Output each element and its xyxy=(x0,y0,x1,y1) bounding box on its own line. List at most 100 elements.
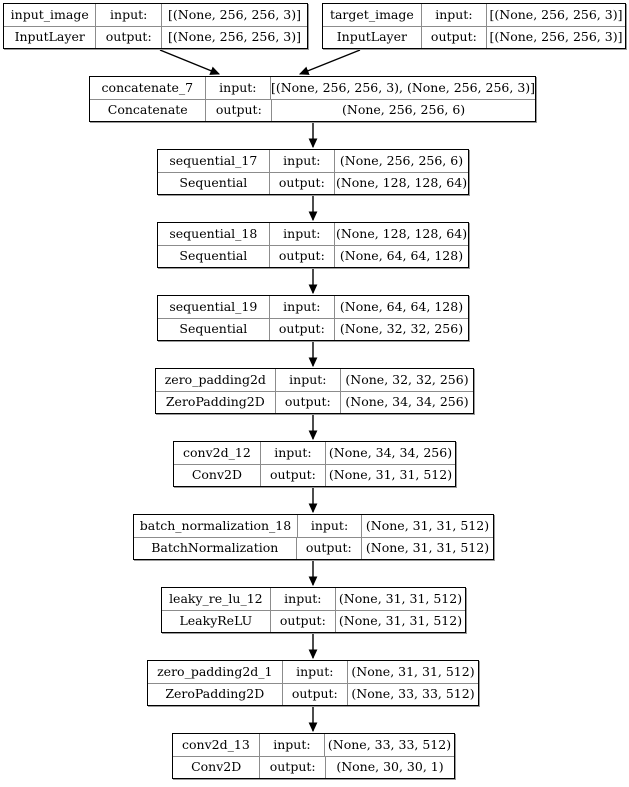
layer-class: BatchNormalization xyxy=(134,537,297,559)
output-shape: [(None, 256, 256, 3)] xyxy=(168,29,301,44)
output-shape: (None, 31, 31, 512) xyxy=(365,540,490,555)
layer-name: batch_normalization_18 xyxy=(134,515,298,537)
output-shape: [(None, 256, 256, 3)] xyxy=(489,29,623,44)
input-shape: (None, 34, 34, 256) xyxy=(328,444,453,460)
layer-class: ZeroPadding2D xyxy=(156,391,276,413)
output-shape: (None, 34, 34, 256) xyxy=(345,394,469,409)
output-label: output: xyxy=(283,683,348,705)
input-shape: (None, 256, 256, 6) xyxy=(339,152,464,168)
layer-name: sequential_17 xyxy=(158,150,270,172)
layer-name: conv2d_12 xyxy=(174,442,261,464)
output-label: output: xyxy=(276,391,341,413)
edge-target_image-to-concatenate_7 xyxy=(298,49,361,75)
output-label: output: xyxy=(206,99,273,121)
input-label: input: xyxy=(270,296,335,318)
layer-name: leaky_re_lu_12 xyxy=(162,588,271,610)
output-label: output: xyxy=(260,756,326,778)
edge-input_image-to-concatenate_7 xyxy=(159,49,221,75)
output-label: output: xyxy=(270,172,335,194)
input-shape: (None, 31, 31, 512) xyxy=(351,663,475,679)
layer-name: conv2d_13 xyxy=(173,734,260,756)
input-shape: (None, 31, 31, 512) xyxy=(365,517,490,533)
input-label: input: xyxy=(422,4,487,26)
layer-name: concatenate_7 xyxy=(90,77,206,99)
input-label: input: xyxy=(270,223,335,245)
layer-class: Sequential xyxy=(158,318,270,340)
output-label: output: xyxy=(297,537,362,559)
output-shape: (None, 31, 31, 512) xyxy=(328,467,453,482)
input-label: input: xyxy=(283,661,348,683)
layer-class: Sequential xyxy=(158,245,270,267)
input-shape: (None, 64, 64, 128) xyxy=(339,298,464,314)
output-label: output: xyxy=(270,318,335,340)
layer-class: InputLayer xyxy=(4,26,97,48)
layer-name: sequential_18 xyxy=(158,223,270,245)
layer-name: target_image xyxy=(323,4,422,26)
input-label: input: xyxy=(261,442,326,464)
layer-class: LeakyReLU xyxy=(162,610,271,632)
layer-name: zero_padding2d xyxy=(156,369,276,391)
output-shape: (None, 128, 128, 64) xyxy=(335,175,468,190)
output-shape: (None, 32, 32, 256) xyxy=(339,321,464,336)
output-shape: (None, 30, 30, 1) xyxy=(336,759,444,774)
output-label: output: xyxy=(271,610,336,632)
input-shape: (None, 33, 33, 512) xyxy=(327,736,452,752)
output-label: output: xyxy=(422,26,487,48)
layer-name: sequential_19 xyxy=(158,296,270,318)
layer-name: zero_padding2d_1 xyxy=(148,661,283,683)
output-shape: (None, 31, 31, 512) xyxy=(338,613,463,628)
input-label: input: xyxy=(206,77,271,99)
input-shape: (None, 128, 128, 64) xyxy=(335,225,468,241)
input-label: input: xyxy=(298,515,362,537)
output-label: output: xyxy=(261,464,326,486)
output-shape: (None, 64, 64, 128) xyxy=(339,248,464,263)
output-shape: (None, 33, 33, 512) xyxy=(351,686,475,701)
output-shape: (None, 256, 256, 6) xyxy=(342,102,466,117)
layer-class: Conv2D xyxy=(173,756,261,778)
input-shape: [(None, 256, 256, 3)] xyxy=(168,6,301,22)
input-shape: (None, 31, 31, 512) xyxy=(338,590,463,606)
layer-class: Concatenate xyxy=(90,99,207,121)
input-label: input: xyxy=(270,150,335,172)
layer-name: input_image xyxy=(4,4,97,26)
input-shape: (None, 32, 32, 256) xyxy=(345,371,469,387)
input-label: input: xyxy=(276,369,341,391)
layer-class: Conv2D xyxy=(174,464,261,486)
layer-class: Sequential xyxy=(158,172,270,194)
layer-class: InputLayer xyxy=(323,26,422,48)
